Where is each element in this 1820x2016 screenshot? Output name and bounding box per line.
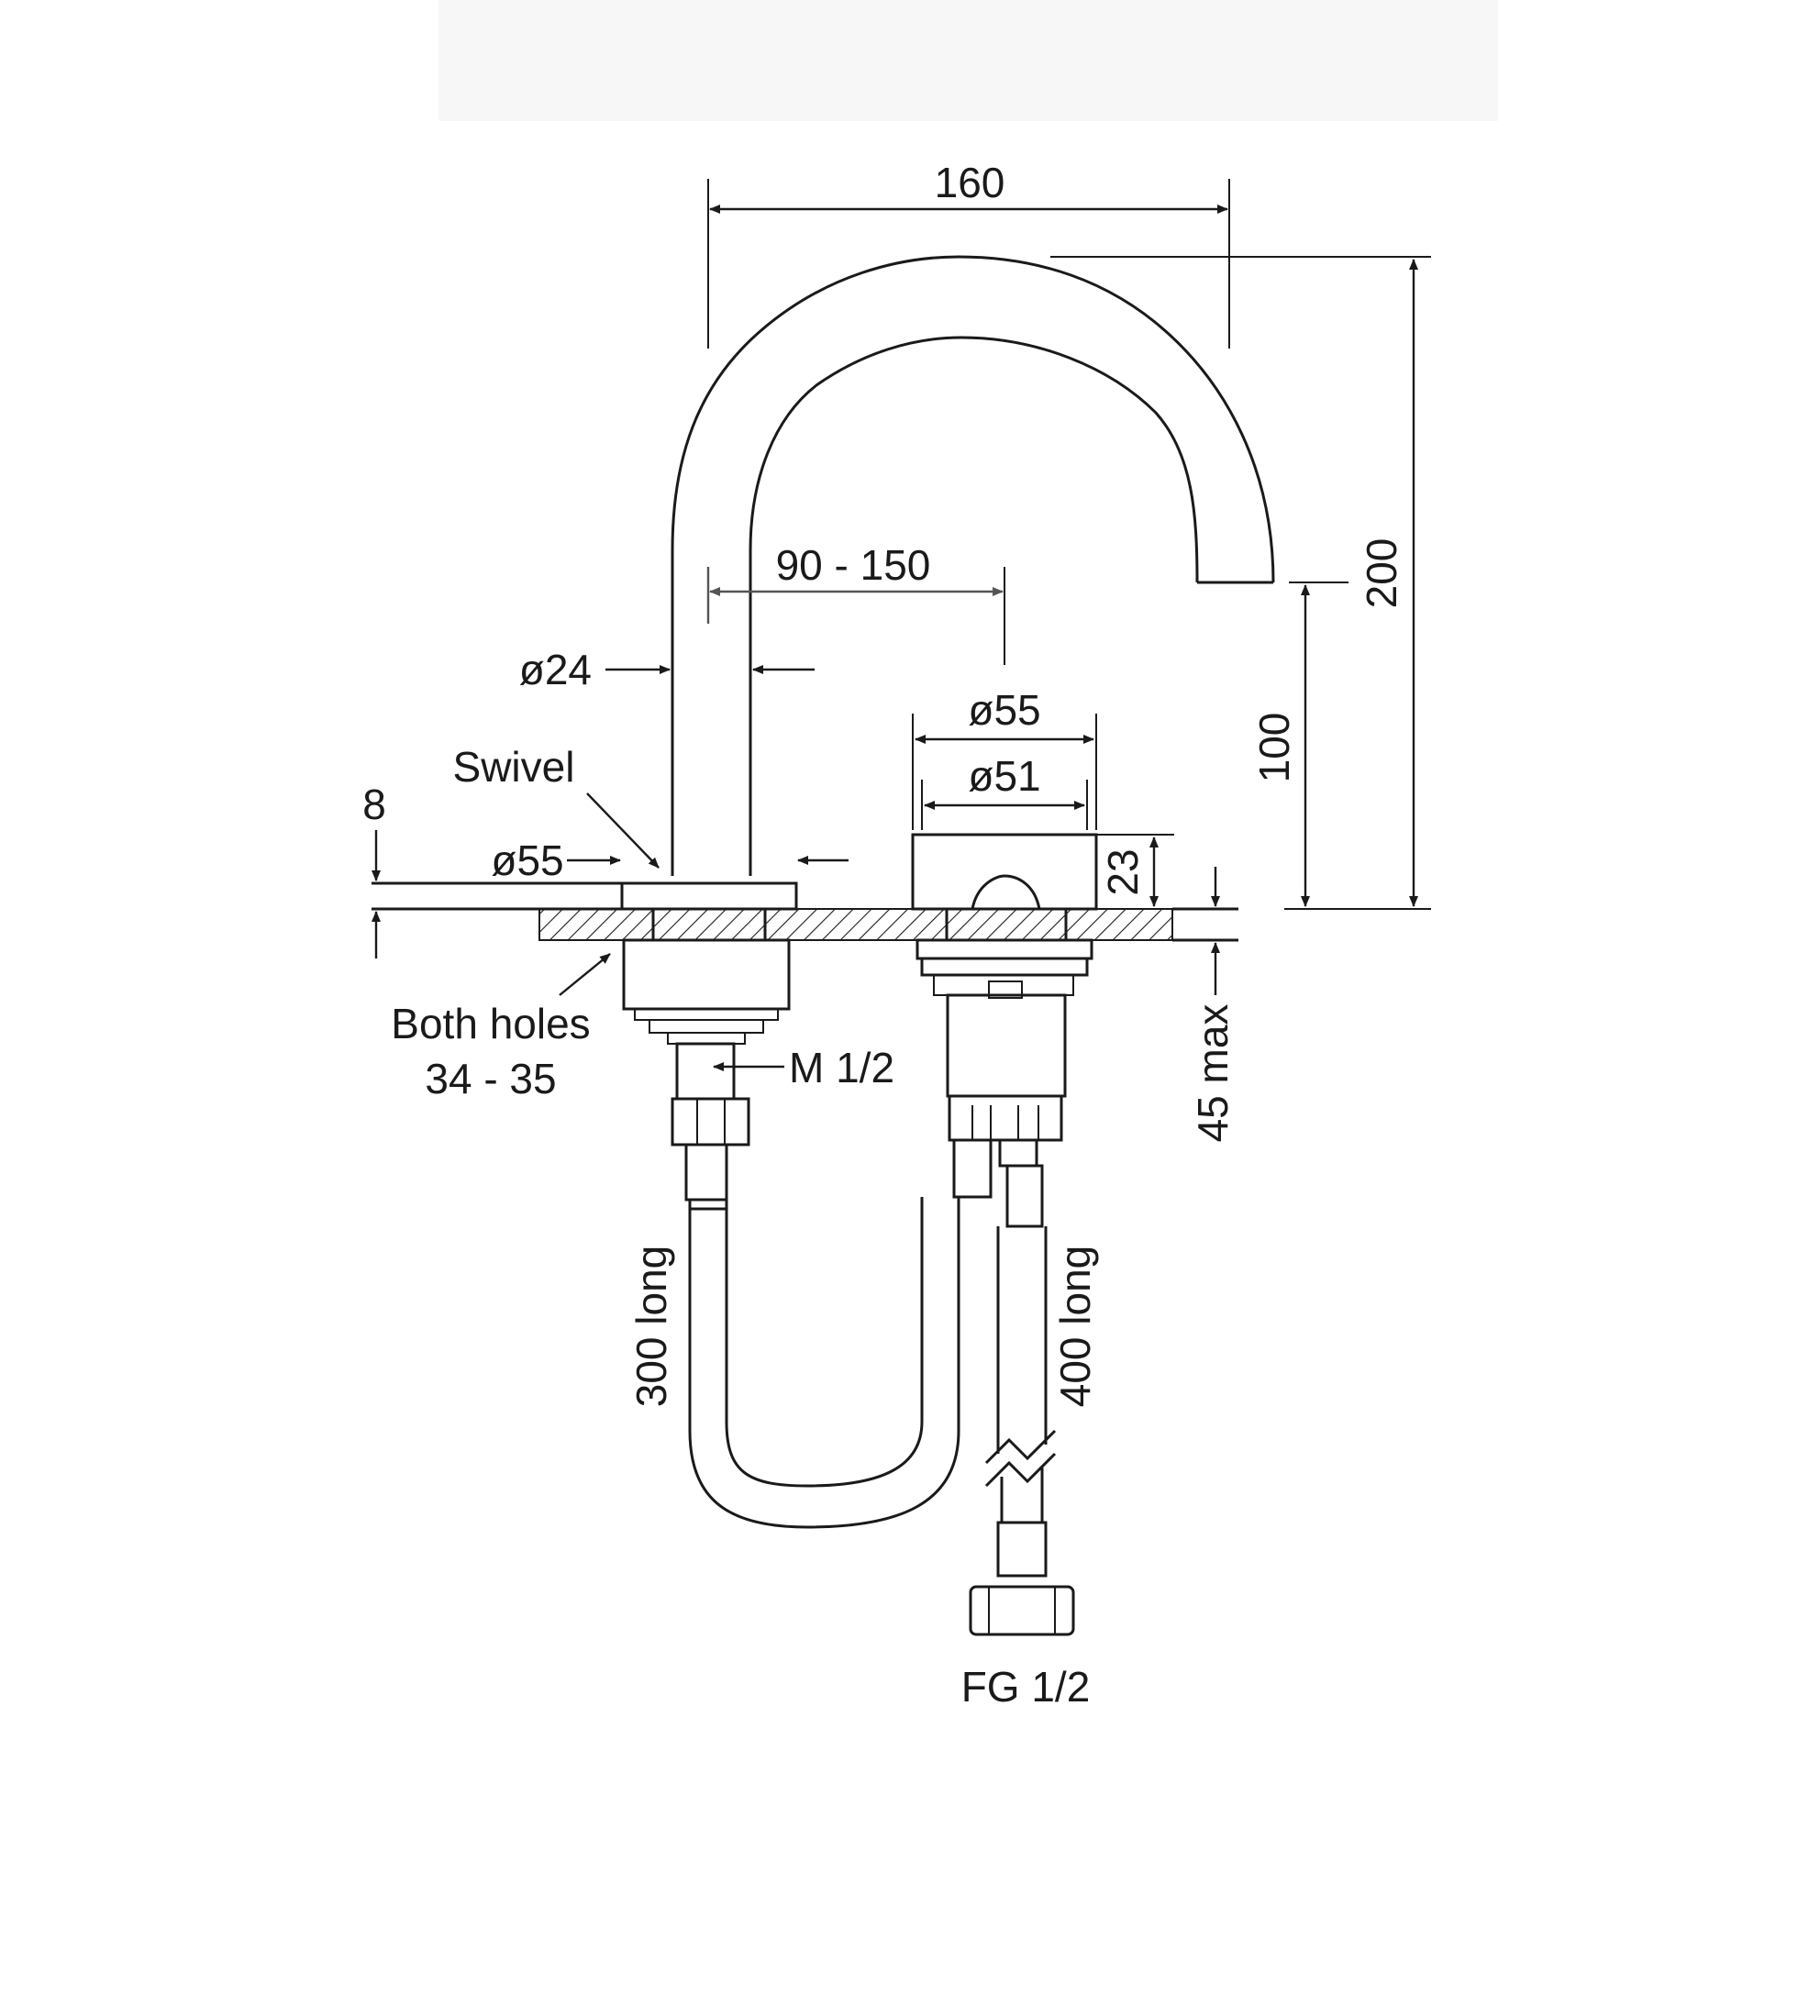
- label-height-200: 200: [1358, 538, 1405, 609]
- top-band: [438, 0, 1498, 121]
- label-width-160: 160: [935, 159, 1005, 206]
- label-step-8: 8: [362, 781, 386, 828]
- label-connector: FG 1/2: [961, 1663, 1091, 1711]
- label-reach: 90 - 150: [776, 541, 931, 589]
- label-spout-diameter: ø24: [519, 646, 592, 693]
- label-handle-inner: ø51: [968, 752, 1040, 800]
- label-hose-300: 300 long: [627, 1246, 675, 1408]
- label-holes-1: Both holes: [391, 1000, 590, 1047]
- label-45-max: 45 max: [1189, 1004, 1237, 1143]
- handle-body: [911, 833, 1098, 1228]
- label-handle-height: 23: [1099, 848, 1147, 895]
- labels: 160 200 100 90 - 150 ø24 Swivel 8 ø55 ø5…: [362, 159, 1405, 1711]
- label-hose-400: 400 long: [1051, 1246, 1099, 1408]
- right-hose: [969, 1226, 1075, 1636]
- label-handle-outer: ø55: [968, 686, 1040, 734]
- spout-base: [620, 881, 798, 1211]
- dimension-lines: [372, 179, 1431, 1071]
- left-hose: [688, 1197, 960, 1529]
- label-base-diameter: ø55: [491, 836, 563, 884]
- label-holes-2: 34 - 35: [425, 1055, 556, 1102]
- label-outlet-100: 100: [1250, 713, 1298, 783]
- label-swivel: Swivel: [453, 743, 575, 791]
- spout: [671, 255, 1275, 876]
- label-thread: M 1/2: [789, 1044, 894, 1091]
